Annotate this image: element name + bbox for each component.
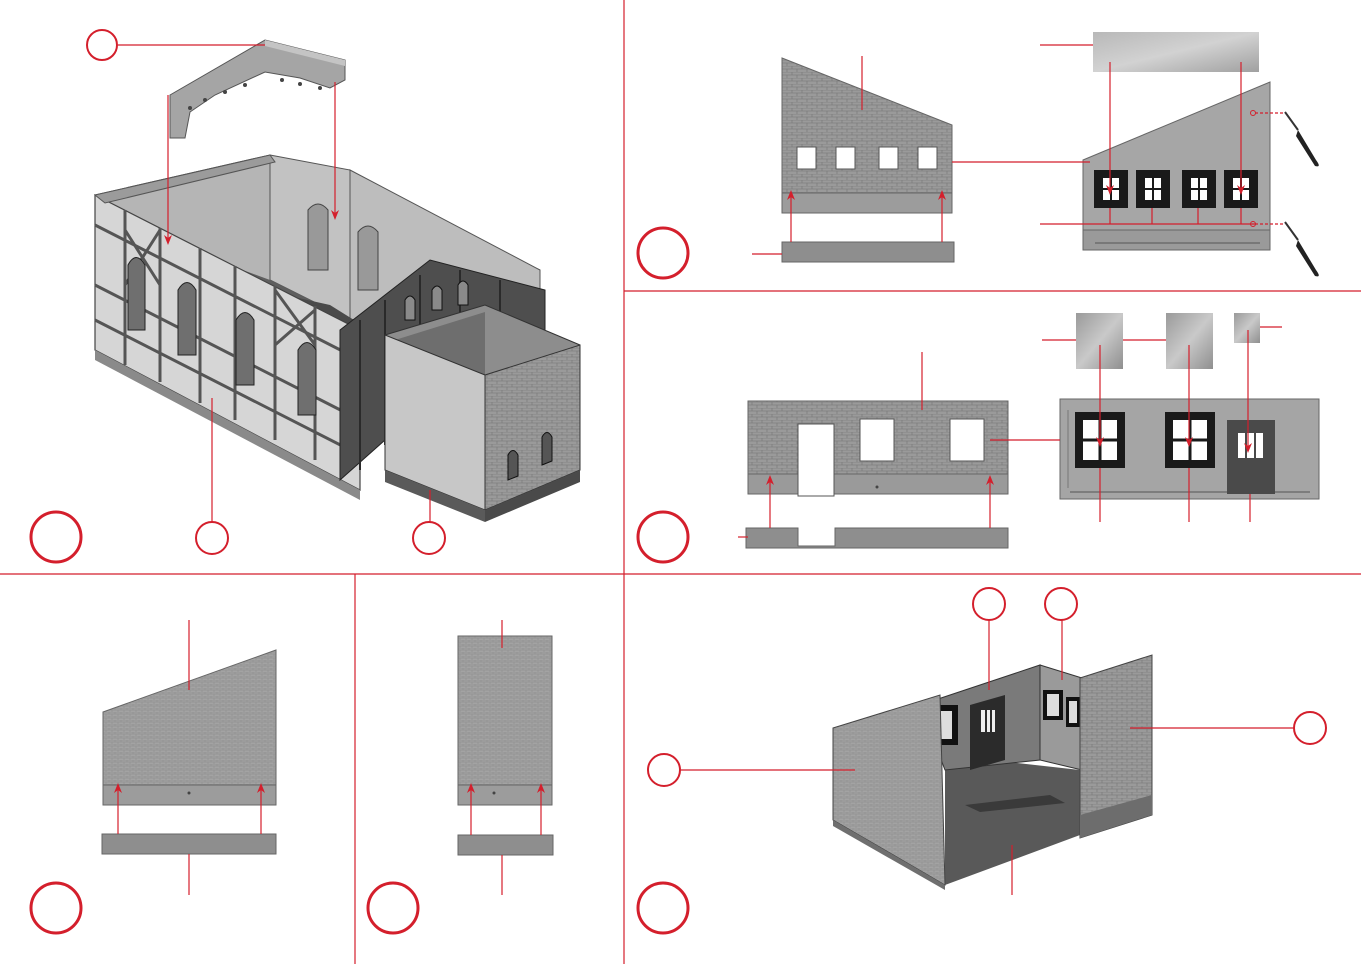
step-6-panel bbox=[638, 588, 1326, 933]
gable-wall-part bbox=[782, 58, 952, 200]
hobby-knife-icon bbox=[1285, 222, 1319, 276]
glazing-piece bbox=[1234, 313, 1260, 343]
gable-wall-inside bbox=[1083, 82, 1270, 235]
step-3-panel bbox=[638, 313, 1319, 562]
step-number-circle bbox=[638, 883, 688, 933]
step-number-circle bbox=[368, 883, 418, 933]
rect-wall-part bbox=[458, 636, 552, 788]
base-strip-part bbox=[102, 834, 276, 854]
callout-circle bbox=[1294, 712, 1326, 744]
step-2-panel bbox=[638, 32, 1319, 278]
step-number-circle bbox=[638, 512, 688, 562]
step-number-circle bbox=[31, 883, 81, 933]
callout-circle bbox=[413, 522, 445, 554]
roof-truss-part bbox=[170, 40, 345, 138]
base-strip-part bbox=[782, 242, 954, 262]
annex-door bbox=[970, 695, 1005, 770]
callout-circle bbox=[1045, 588, 1077, 620]
step-5-panel bbox=[368, 620, 553, 933]
hobby-knife-icon bbox=[1285, 112, 1319, 166]
base-strip-part bbox=[458, 835, 553, 855]
annex-building bbox=[385, 305, 580, 522]
callout-circle bbox=[648, 754, 680, 786]
step-4-panel bbox=[31, 620, 276, 933]
step-1-panel bbox=[31, 30, 580, 562]
base-strip-part bbox=[746, 528, 1008, 548]
callout-circle bbox=[196, 522, 228, 554]
step-number-circle bbox=[638, 228, 688, 278]
step-number-circle bbox=[31, 512, 81, 562]
callout-circle bbox=[973, 588, 1005, 620]
callout-circle bbox=[87, 30, 117, 60]
glazing-sheet-part bbox=[1093, 32, 1259, 72]
